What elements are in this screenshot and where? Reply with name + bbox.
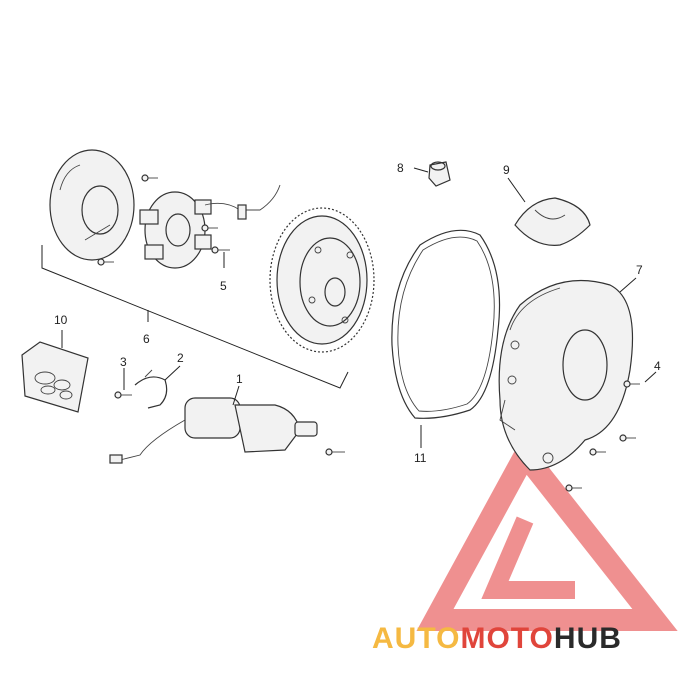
starter-clamp bbox=[114, 369, 168, 409]
gasket-kit-bag bbox=[21, 341, 89, 413]
leader-lines bbox=[61, 167, 657, 448]
callout-7: 7 bbox=[636, 263, 643, 277]
stator-screws bbox=[97, 174, 230, 266]
watermark-auto: AUTO bbox=[372, 622, 460, 655]
callout-11: 11 bbox=[414, 451, 427, 465]
generator-cover bbox=[498, 279, 633, 471]
group-bracket-6 bbox=[41, 245, 349, 389]
stator-base-plate bbox=[49, 149, 135, 261]
watermark-text: AUTOMOTOHUB bbox=[372, 622, 622, 655]
callout-10: 10 bbox=[54, 313, 68, 327]
cover-gasket bbox=[391, 229, 501, 419]
starter-motor bbox=[109, 397, 345, 464]
rubber-cap-part bbox=[514, 197, 591, 246]
callout-1: 1 bbox=[236, 372, 243, 386]
callout-8: 8 bbox=[397, 161, 404, 175]
nut-part bbox=[428, 161, 451, 187]
callout-5: 5 bbox=[220, 279, 227, 293]
callout-6: 6 bbox=[143, 332, 150, 346]
callout-4: 4 bbox=[654, 359, 661, 373]
stator-coil bbox=[139, 184, 281, 269]
watermark-logo bbox=[416, 435, 678, 631]
cover-screws bbox=[565, 380, 640, 492]
callout-9: 9 bbox=[503, 163, 510, 177]
callout-3: 3 bbox=[120, 355, 127, 369]
callout-labels: 1 2 3 4 5 6 7 8 9 10 11 bbox=[54, 161, 661, 465]
watermark-hub: HUB bbox=[554, 622, 622, 655]
watermark-moto: MOTO bbox=[460, 622, 553, 655]
callout-2: 2 bbox=[177, 351, 184, 365]
flywheel-rotor bbox=[269, 207, 375, 353]
